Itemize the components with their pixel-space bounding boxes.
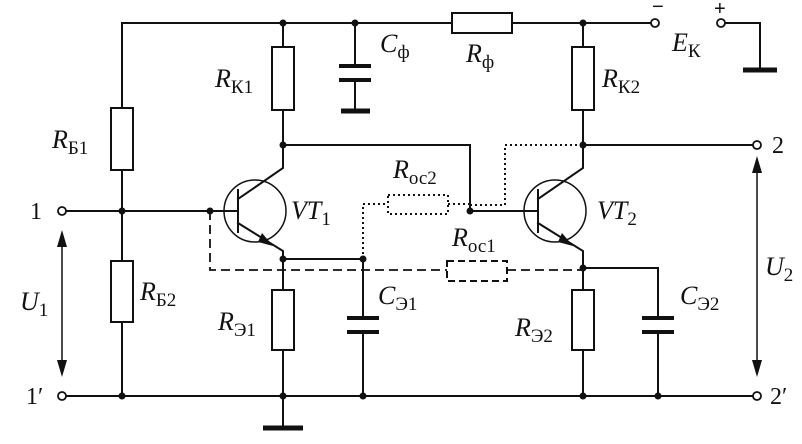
supply-minus-sign: − <box>652 0 664 18</box>
ce2-capacitor <box>642 316 674 334</box>
terminal-2-prime-label: 2′ <box>770 384 787 410</box>
terminal-supply-plus <box>716 18 726 28</box>
rk1-resistor <box>271 46 295 111</box>
label-rf: Rф <box>465 39 494 73</box>
label-vt2: VT2 <box>597 196 637 230</box>
label-u2: U2 <box>765 252 793 286</box>
re1-resistor <box>271 289 295 351</box>
terminal-1-prime <box>57 391 67 401</box>
interstage-wire <box>282 144 539 212</box>
feedback-paths <box>209 144 583 271</box>
label-rb2: RБ2 <box>139 277 176 311</box>
ros2-path <box>362 144 583 259</box>
label-supply: EК <box>671 28 701 62</box>
emitter1-wire <box>282 254 364 397</box>
label-cf: Cф <box>380 29 410 63</box>
terminals <box>57 18 762 401</box>
terminal-2 <box>752 140 762 150</box>
ros2-resistor <box>387 194 449 215</box>
resistors <box>110 12 595 351</box>
label-ce1: CЭ1 <box>378 281 417 315</box>
rf-resistor <box>451 12 513 34</box>
labels: RБ1 RБ2 RК1 RК2 RЭ1 RЭ2 Rф Cф CЭ1 CЭ2 Rо… <box>20 0 793 410</box>
transistor-vt2 <box>523 144 587 269</box>
rb1-resistor <box>110 107 134 171</box>
terminal-1-prime-label: 1′ <box>26 384 43 410</box>
ros1-path <box>209 211 583 271</box>
terminal-2-prime <box>752 391 762 401</box>
cf-capacitor <box>339 64 371 114</box>
re2-resistor <box>571 289 595 351</box>
transistor-vt1 <box>223 144 287 260</box>
junctions <box>118 19 662 400</box>
emitter2-wire <box>582 254 659 397</box>
voltage-arrows <box>57 156 762 377</box>
supply-plus-lead <box>724 22 761 69</box>
label-rk2: RК2 <box>601 64 640 98</box>
supply-plus-sign: + <box>714 0 726 20</box>
label-ros2: Rос2 <box>392 155 437 189</box>
wires <box>65 22 761 427</box>
terminal-1 <box>57 206 67 216</box>
label-re2: RЭ2 <box>514 313 553 347</box>
terminal-1-label: 1 <box>30 199 42 225</box>
label-rb1: RБ1 <box>51 125 88 159</box>
label-re1: RЭ1 <box>217 307 256 341</box>
label-ce2: CЭ2 <box>680 281 719 315</box>
rk2-wire <box>582 22 753 146</box>
label-u1: U1 <box>20 287 48 321</box>
rk2-resistor <box>571 46 595 111</box>
terminal-2-label: 2 <box>772 133 784 159</box>
rb2-resistor <box>110 260 134 323</box>
terminal-supply-minus <box>650 18 660 28</box>
label-ros1: Rос1 <box>451 223 496 257</box>
label-rk1: RК1 <box>214 64 253 98</box>
ros1-resistor <box>446 260 508 282</box>
label-vt1: VT1 <box>291 196 331 230</box>
ce1-capacitor <box>347 316 379 334</box>
capacitors <box>339 64 674 334</box>
